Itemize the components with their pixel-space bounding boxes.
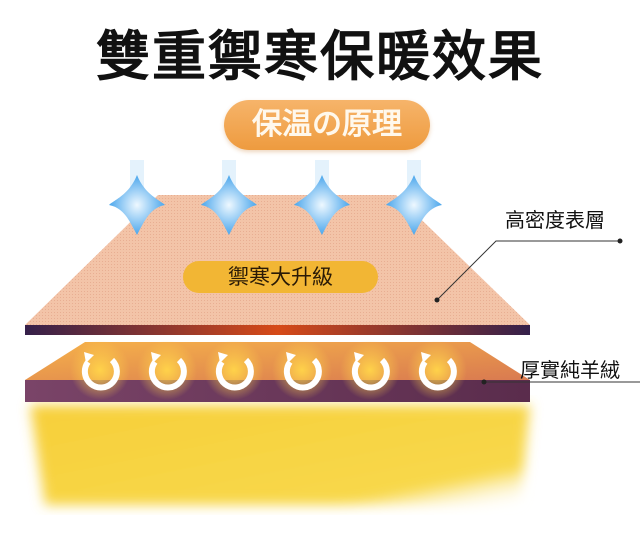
warm-glow [30,405,530,505]
swirl-icon [272,340,332,400]
cold-air-icon [294,160,350,235]
swirl-icon [137,340,197,400]
page-title: 雙重禦寒保暖效果 [96,25,544,88]
heat-swirls [70,340,467,400]
cold-air-arrows [109,160,442,235]
principle-badge: 保温の原理 [224,100,430,150]
cold-air-icon [109,160,165,235]
swirl-icon [407,340,467,400]
cold-air-icon [201,160,257,235]
swirl-icon [70,340,130,400]
label-top-layer: 高密度表層 [505,208,605,232]
leader-line-top [436,240,620,301]
label-bottom-layer: 厚實純羊絨 [520,358,620,382]
swirl-icon [204,340,264,400]
upgrade-badge: 禦寒大升級 [183,261,378,293]
cold-air-icon [386,160,442,235]
surface-layer [25,195,530,325]
swirl-icon [340,340,400,400]
surface-layer-band [25,325,530,335]
